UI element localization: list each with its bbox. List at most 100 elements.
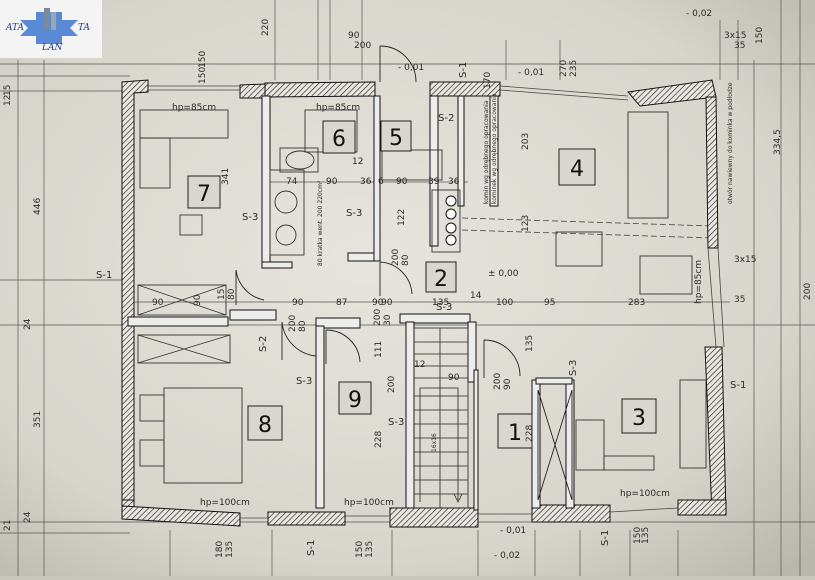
room-label: 1: [497, 413, 533, 449]
dimension-label: 24: [23, 318, 33, 330]
dimension-label: 15: [3, 85, 13, 96]
dimension-label: 80: [227, 288, 237, 300]
dimension-label: 150: [755, 27, 765, 44]
window-height: hp=100cm: [620, 489, 670, 499]
dimension-label: 90: [372, 298, 384, 308]
dimension-label: 90: [193, 294, 203, 306]
dimension-label: 150: [198, 67, 208, 84]
dimension-label: 170: [483, 72, 493, 89]
dimension-label: 90: [292, 298, 304, 308]
room-number: 5: [389, 126, 403, 151]
room-labels: 7 6 5 4 2 8 9 1: [187, 120, 657, 449]
wall-tag: S-2: [438, 113, 454, 124]
room-number: 6: [332, 127, 346, 152]
dimension-label: 200: [493, 373, 503, 390]
dimension-label: 21: [3, 520, 13, 531]
dimension-label: 90: [396, 177, 408, 187]
dimension-label: 90: [448, 373, 460, 383]
wall-tag: S-3: [388, 417, 404, 428]
dimension-label: 150: [198, 51, 208, 68]
chimney-flues: [445, 195, 457, 246]
level-marker: - 0,01: [398, 63, 424, 73]
dimension-label: 100: [496, 298, 513, 308]
dimension-label: 30: [383, 314, 393, 326]
dimension-label: 15: [217, 289, 227, 300]
dimension-label: 80: [401, 254, 411, 266]
dimension-label: 235: [569, 60, 579, 77]
wall-tag: S-1: [306, 540, 317, 556]
wall-tag: S-1: [600, 530, 611, 546]
logo-text-bottom: LAN: [41, 43, 63, 53]
dimension-label: 150: [633, 527, 643, 544]
dimension-label: 135: [225, 541, 235, 558]
fireplace-note: kominek wg odrębnego opracowania: [491, 93, 498, 204]
dimension-label: 341: [221, 168, 231, 185]
wall-tag: S-3: [296, 376, 312, 387]
dimension-label: 90: [326, 177, 338, 187]
dimension-label: 135: [365, 541, 375, 558]
dimension-label: 122: [397, 209, 407, 226]
level-marker: - 0,02: [686, 9, 712, 19]
room-number: 8: [258, 413, 272, 438]
wall-tag: S-3: [568, 360, 579, 376]
dimension-label: 200: [354, 41, 371, 51]
dimension-label: 95: [544, 298, 555, 308]
level-marker: - 0,02: [494, 551, 520, 561]
room-number: 9: [348, 388, 362, 413]
dimension-label: 200: [288, 315, 298, 332]
dimension-label: 200: [387, 376, 397, 393]
dimension-label: 36: [360, 177, 372, 187]
wall-tag: S-3: [242, 212, 258, 223]
fixtures: [137, 109, 707, 484]
window-height: hp=85cm: [172, 103, 216, 113]
dimension-label: 228: [525, 425, 535, 442]
annotations: 80 kratka went. 200 220cm² komin wg odrę…: [317, 82, 734, 452]
dimension-label: 135: [432, 298, 449, 308]
dimension-label: 74: [286, 177, 298, 187]
dimension-label: 90: [348, 31, 360, 41]
dimension-label: 80: [298, 320, 308, 332]
room-number: 3: [632, 406, 646, 431]
room-number: 1: [508, 421, 522, 446]
level-marker: ± 0,00: [488, 269, 519, 279]
exterior-walls: [121, 79, 727, 528]
window-height: hp=100cm: [200, 498, 250, 508]
wall-tag: S-1: [730, 380, 746, 391]
dimension-label: 12: [352, 157, 363, 167]
room-number: 4: [570, 157, 584, 182]
room-label: 2: [425, 261, 457, 293]
dimension-label: 3x15: [734, 255, 757, 265]
dimension-label: 200: [803, 283, 813, 300]
dimension-label: 111: [374, 341, 384, 358]
dimension-label: 150: [355, 541, 365, 558]
wall-tag: S-1: [96, 270, 112, 281]
room-number: 7: [197, 182, 211, 207]
room-label: 5: [380, 120, 412, 152]
dimension-label: 334,5: [773, 129, 783, 155]
dimension-label: 180: [215, 541, 225, 558]
dimension-label: 283: [628, 298, 645, 308]
room-label: 4: [558, 148, 596, 186]
room-number: 2: [434, 267, 448, 292]
vent-note: 80 kratka went. 200 220cm²: [317, 180, 324, 266]
dimension-label: 203: [521, 133, 531, 150]
dimension-label: 135: [641, 527, 651, 544]
wall-tag: S-1: [458, 62, 469, 78]
room-label: 3: [621, 398, 657, 434]
dimension-label: 39: [428, 177, 440, 187]
agency-logo: ATA TA LAN: [0, 0, 102, 58]
room-label: 8: [247, 405, 283, 441]
logo-text-left: ATA: [5, 23, 25, 33]
stair-note: 16x16: [431, 433, 438, 452]
dimension-label: 36: [448, 177, 460, 187]
dimension-label: 12: [3, 95, 13, 106]
level-marker: - 0,01: [518, 68, 544, 78]
logo-text-right: TA: [78, 23, 91, 33]
dimension-label: 14: [470, 291, 482, 301]
chimney-note: komin wg odrębnego opracowania: [483, 100, 490, 204]
dimension-label: 351: [33, 411, 43, 428]
dimension-label: 3x15: [724, 31, 747, 41]
